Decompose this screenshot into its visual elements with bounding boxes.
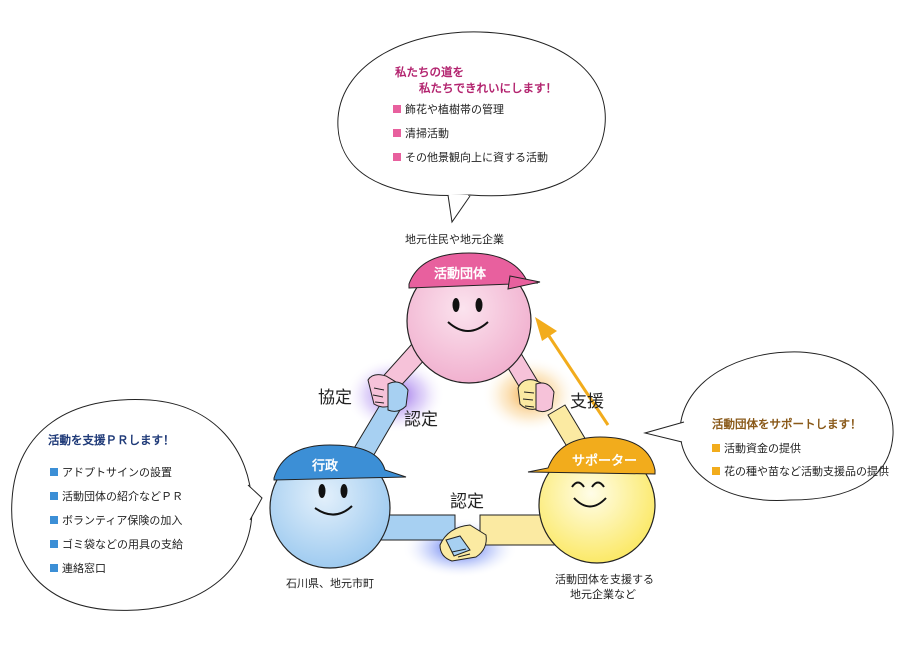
right-speech-bubble [643, 351, 894, 501]
top-bubble-title-line2: 私たちできれいにします！ [419, 81, 557, 95]
character-gov [269, 444, 407, 569]
top-bubble-item: 清掃活動 [393, 125, 449, 141]
pink-square-icon [393, 153, 401, 161]
blue-square-icon [50, 516, 58, 524]
blue-square-icon [50, 492, 58, 500]
kyotei-label: 協定 [318, 388, 352, 408]
blue-square-icon [50, 540, 58, 548]
left-bubble-item: 活動団体の紹介などＰＲ [50, 488, 183, 504]
supporter-cap-label: サポーター [572, 454, 638, 469]
group-caption: 地元住民や地元企業 [405, 233, 504, 246]
character-supporter [527, 436, 656, 564]
left-bubble-item: ゴミ袋などの用具の支給 [50, 536, 183, 552]
character-group [406, 252, 541, 384]
handshake-right-icon [517, 379, 555, 413]
support-arrow-icon [535, 317, 610, 426]
shien-label: 支援 [570, 392, 604, 412]
left-speech-bubble [11, 399, 263, 611]
top-bubble-item: 飾花や植樹帯の管理 [393, 101, 504, 117]
pink-square-icon [393, 105, 401, 113]
gov-caption: 石川県、地元市町 [286, 577, 374, 590]
handshake-bottom-icon [439, 524, 487, 562]
nintei-left-label: 認定 [404, 410, 438, 430]
pink-square-icon [393, 129, 401, 137]
supporter-caption-line1: 活動団体を支援する [555, 573, 654, 586]
handshake-left-icon [367, 374, 409, 412]
blue-square-icon [50, 564, 58, 572]
gov-cap-label: 行政 [312, 459, 339, 474]
blue-square-icon [50, 468, 58, 476]
left-bubble-title: 活動を支援ＰＲします！ [48, 433, 175, 447]
orange-square-icon [712, 467, 720, 475]
group-cap-label: 活動団体 [434, 267, 487, 282]
right-bubble-item: 活動資金の提供 [712, 440, 801, 456]
right-bubble-item: 花の種や苗など活動支援品の提供 [712, 463, 889, 479]
top-speech-bubble [337, 31, 606, 224]
nintei-bottom-label: 認定 [450, 492, 484, 512]
left-bubble-item: アドプトサインの設置 [50, 464, 172, 480]
orange-square-icon [712, 444, 720, 452]
left-bubble-item: 連絡窓口 [50, 560, 106, 576]
left-bubble-item: ボランティア保険の加入 [50, 512, 182, 528]
top-bubble-title-line1: 私たちの道を [395, 65, 464, 79]
right-bubble-title: 活動団体をサポートします！ [712, 417, 862, 431]
supporter-caption-line2: 地元企業など [570, 588, 636, 601]
top-bubble-item: その他景観向上に資する活動 [393, 149, 548, 165]
